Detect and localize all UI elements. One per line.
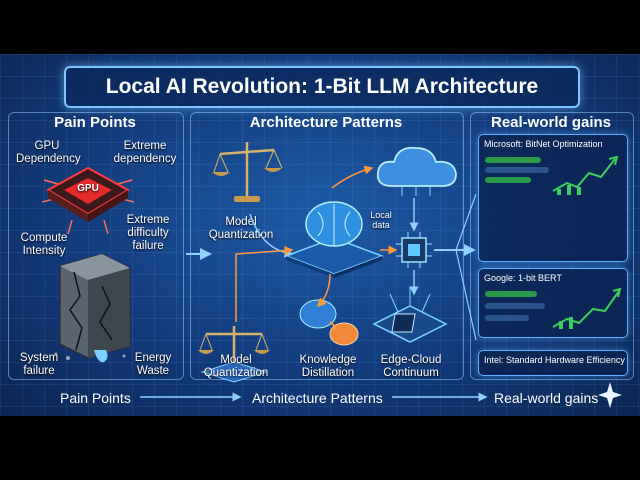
balance-scale-icon <box>212 142 283 202</box>
progress-bar <box>485 291 537 297</box>
gpu-dependency-label: GPU Dependency <box>16 140 81 165</box>
edge-cloud-label: Edge-Cloud Continuum <box>380 354 442 379</box>
connector-arrows <box>140 165 622 408</box>
processor-chip-icon <box>396 232 432 268</box>
compute-intensity-label: Compute Intensity <box>20 232 68 257</box>
model-quantization-top-label: Model Quantization <box>208 216 274 241</box>
gain-card-google-title: Google: 1-bit BERT <box>484 273 562 283</box>
architecture-heading: Architecture Patterns <box>249 114 403 131</box>
local-data-label: Local data <box>370 210 392 230</box>
balance-scale-icon-bottom <box>198 326 270 383</box>
growth-chart-icon <box>552 155 619 195</box>
growth-chart-icon <box>552 287 622 329</box>
cloud-icon <box>376 146 457 196</box>
pain-points-heading: Pain Points <box>54 114 136 131</box>
progress-bar <box>485 177 531 183</box>
energy-waste-label: Energy Waste <box>134 352 172 377</box>
extreme-dependency-label: Extreme dependency <box>113 140 177 165</box>
gain-card-intel-title: Intel: Standard Hardware Efficiency <box>484 355 625 365</box>
progress-bar <box>485 167 549 173</box>
model-quantization-bottom-label: Model Quantization <box>203 354 269 379</box>
neural-brain-icon <box>283 201 385 278</box>
diagram-canvas: Local AI Revolution: 1-Bit LLM Architect… <box>0 54 640 416</box>
page-title: Local AI Revolution: 1-Bit LLM Architect… <box>64 66 580 108</box>
system-failure-label: System failure <box>19 352 59 377</box>
gpu-chip-icon <box>41 166 135 235</box>
broken-server-icon <box>54 253 131 363</box>
gain-card-google: Google: 1-bit BERT <box>478 268 628 338</box>
footer-architecture: Architecture Patterns <box>252 390 383 406</box>
progress-bar <box>485 303 545 309</box>
progress-bar <box>485 315 529 321</box>
knowledge-distillation-label: Knowledge Distillation <box>299 354 357 379</box>
gain-card-intel: Intel: Standard Hardware Efficiency <box>478 350 628 376</box>
footer-gains: Real-world gains <box>494 390 599 406</box>
footer-pain-points: Pain Points <box>60 390 131 406</box>
gpu-chip-label: GPU <box>77 183 99 194</box>
distillation-brain-icon <box>299 299 359 346</box>
gains-heading: Real-world gains <box>490 114 612 131</box>
edge-network-icon <box>372 286 448 343</box>
gain-card-microsoft-title: Microsoft: BitNet Optimization <box>484 139 603 149</box>
extreme-difficulty-label: Extreme difficulty failure <box>126 214 170 252</box>
progress-bar <box>485 157 541 163</box>
architecture-panel <box>190 112 464 380</box>
pain-points-panel <box>8 112 184 380</box>
gain-card-microsoft: Microsoft: BitNet Optimization <box>478 134 628 262</box>
